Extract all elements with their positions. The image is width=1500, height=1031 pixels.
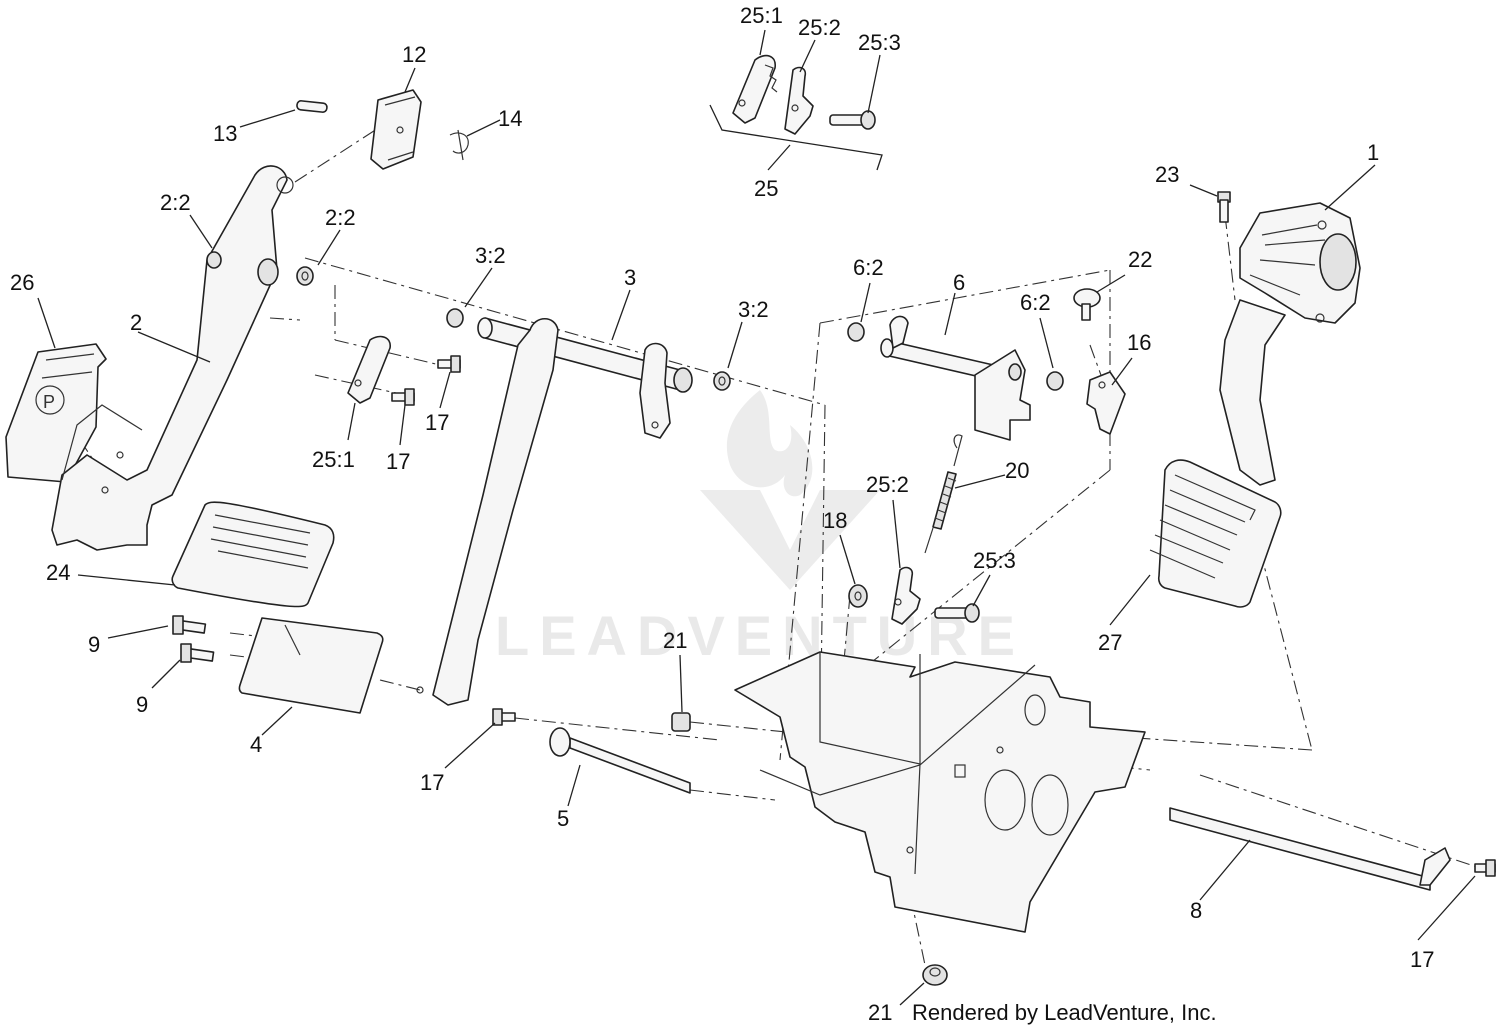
callout-20: 20 (1005, 458, 1029, 483)
callout-17-lower: 17 (386, 449, 410, 474)
callout-14: 14 (498, 106, 522, 131)
latch-pawl-25-2-top (784, 66, 814, 135)
bolt-9-a (172, 615, 207, 635)
latch-pawl-25-2-lower (891, 566, 921, 625)
callout-labels: 1 2 2:2 2:2 3 3:2 3:2 4 5 6 6:2 6:2 8 9 … (10, 3, 1434, 1025)
callout-3-2-left: 3:2 (475, 243, 506, 268)
callout-13: 13 (213, 121, 237, 146)
callout-25: 25 (754, 176, 778, 201)
callout-16: 16 (1127, 330, 1151, 355)
callout-25-3-top: 25:3 (858, 30, 901, 55)
clip-bracket (1086, 371, 1126, 435)
callout-18: 18 (823, 508, 847, 533)
watermark-text: LEADVENTURE (495, 604, 1025, 667)
render-credit: Rendered by LeadVenture, Inc. (912, 1000, 1217, 1025)
bolt-17-c (492, 708, 516, 726)
callout-24: 24 (46, 560, 70, 585)
callout-6-2-left: 6:2 (853, 255, 884, 280)
callout-22: 22 (1128, 247, 1152, 272)
callout-3-2-right: 3:2 (738, 297, 769, 322)
bushing-2-2-right (296, 266, 314, 286)
callout-25-3-lower: 25:3 (973, 548, 1016, 573)
callout-21-bottom: 21 (868, 1000, 892, 1025)
bolt-17-d (1474, 859, 1496, 877)
rivet (1073, 288, 1101, 321)
washer-18 (848, 584, 868, 608)
cable-bracket (370, 89, 422, 170)
latch-plate-25-1-top (732, 54, 778, 124)
bolt-17-b (391, 388, 415, 406)
pivot-rod-5 (549, 727, 691, 794)
bushing-6-2-right (1046, 371, 1064, 391)
leadventure-watermark: LEADVENTURE (495, 390, 1025, 667)
latch-shaft-bracket (880, 315, 1031, 441)
callout-17-upper: 17 (425, 410, 449, 435)
callout-12: 12 (402, 42, 426, 67)
callout-25-1-top: 25:1 (740, 3, 783, 28)
callout-9-lower: 9 (136, 692, 148, 717)
callout-1: 1 (1367, 140, 1379, 165)
callout-3: 3 (624, 265, 636, 290)
pivot-rod-8 (1169, 807, 1451, 891)
callout-9-upper: 9 (88, 632, 100, 657)
cotter-pin (449, 129, 469, 161)
callout-4: 4 (250, 732, 262, 757)
callout-2-2-left: 2:2 (160, 190, 191, 215)
shoulder-bolt-25-3-top (829, 110, 876, 130)
callout-27: 27 (1098, 630, 1122, 655)
brake-pedal-shaft (416, 317, 693, 706)
clevis-pin (296, 100, 328, 113)
callout-26: 26 (10, 270, 34, 295)
throttle-pedal-sensor (1219, 202, 1361, 486)
callout-17-rod8: 17 (1410, 947, 1434, 972)
brake-pedal-pad (171, 501, 335, 608)
bolt-9-b (180, 643, 215, 663)
bolt-23 (1217, 191, 1231, 223)
accelerator-pedal-pad (1149, 459, 1282, 608)
callout-5: 5 (557, 806, 569, 831)
shoulder-bolt-25-3-lower (934, 603, 980, 623)
callout-23: 23 (1155, 162, 1179, 187)
callout-6: 6 (953, 270, 965, 295)
kit-25-bracket-line (709, 104, 883, 171)
bushing-6-2-left (847, 322, 865, 342)
brake-pedal-plate (238, 617, 384, 714)
pedal-mount-frame (734, 651, 1146, 933)
callout-25-2-lower: 25:2 (866, 472, 909, 497)
return-spring (924, 434, 963, 554)
callout-2-2-right: 2:2 (325, 205, 356, 230)
leader-lines (37, 29, 1476, 1006)
callout-25-1-lower: 25:1 (312, 447, 355, 472)
bolt-17-a (437, 355, 461, 373)
callout-25-2-top: 25:2 (798, 15, 841, 40)
bushing-3-2-right (713, 371, 731, 391)
callout-21-top: 21 (663, 628, 687, 653)
callout-8: 8 (1190, 898, 1202, 923)
bushing-2-2-left (206, 251, 222, 269)
latch-plate-25-1-lower (347, 335, 391, 404)
svg-text:P: P (43, 392, 55, 412)
callout-2: 2 (130, 310, 142, 335)
parking-brake-arm (51, 165, 294, 551)
nut-21-bottom (922, 964, 948, 986)
callout-6-2-right: 6:2 (1020, 290, 1051, 315)
nut-21-top (671, 712, 691, 732)
callout-17-frame: 17 (420, 770, 444, 795)
bushing-3-2-left (446, 308, 464, 328)
parking-brake-pad: P (5, 343, 107, 483)
